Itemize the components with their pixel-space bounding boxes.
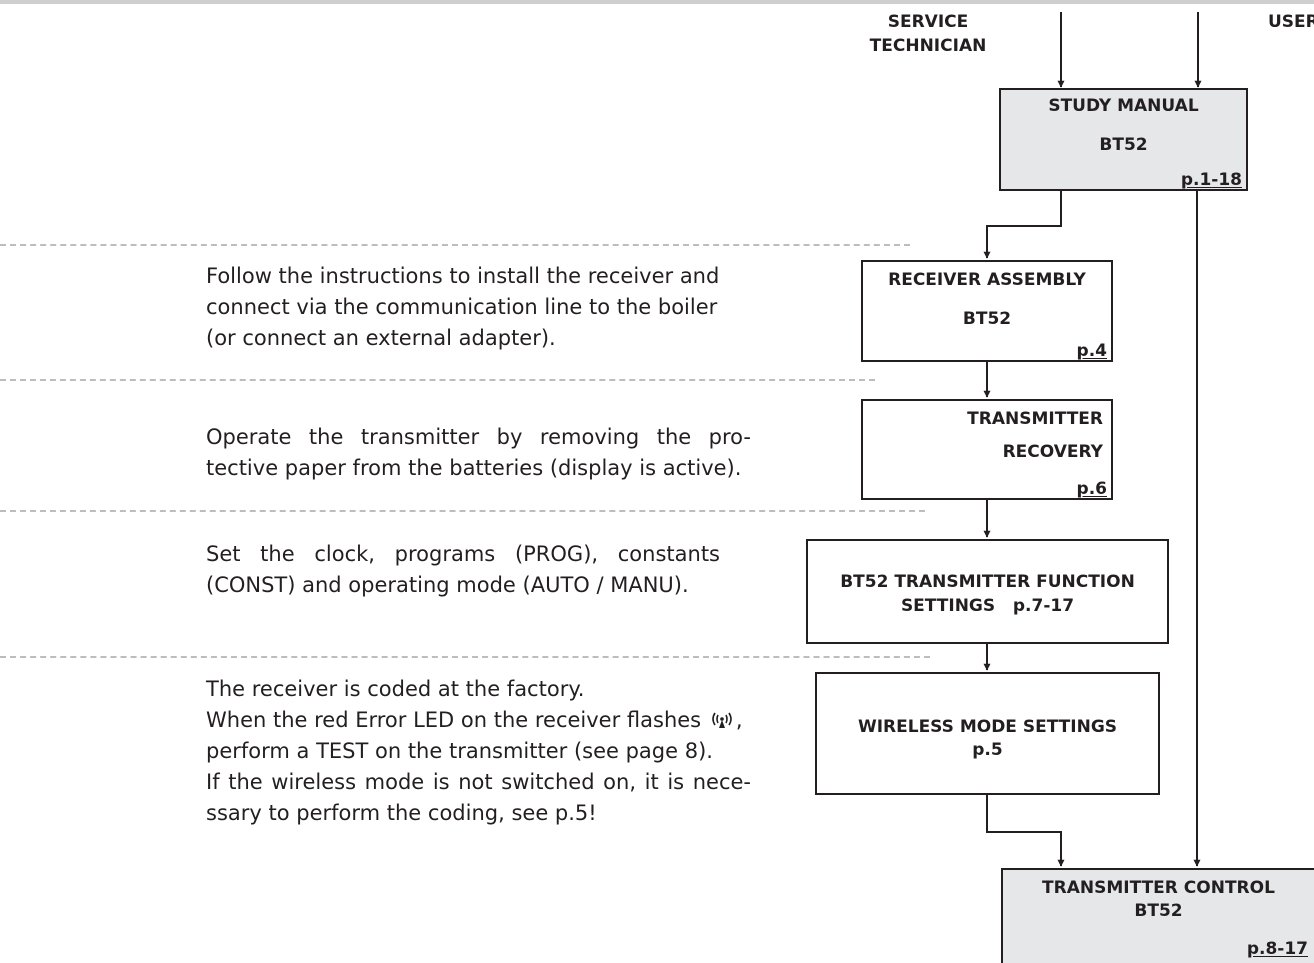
- function-settings-line1: BT52 TRANSMITTER FUNCTION: [840, 572, 1135, 592]
- transmitter-control-box: TRANSMITTER CONTROL BT52 p.8-17: [1001, 868, 1314, 963]
- transmitter-recovery-box: TRANSMITTER RECOVERY p.6: [861, 399, 1113, 500]
- study-manual-box: STUDY MANUAL BT52 p.1-18: [999, 88, 1248, 191]
- transmitter-control-model: BT52: [1134, 901, 1183, 921]
- receiver-description: Follow the instructions to install the r…: [206, 264, 720, 350]
- transmitter-control-title: TRANSMITTER CONTROL: [1042, 878, 1275, 898]
- receiver-assembly-model: BT52: [962, 309, 1012, 329]
- study-manual-title: STUDY MANUAL: [1048, 96, 1199, 116]
- wireless-flash-icon: [712, 712, 732, 728]
- study-manual-page: p.1-18: [1180, 170, 1242, 190]
- function-settings-line2: SETTINGS p.7-17: [900, 596, 1075, 616]
- settings-description: Set the clock, programs (PROG), constant…: [206, 542, 720, 597]
- separator-3: [0, 510, 925, 512]
- wireless-settings-line2: p.5: [972, 740, 1003, 760]
- arrow-manual-to-receiver: [983, 191, 1062, 259]
- separator-4: [0, 656, 930, 658]
- receiver-assembly-title: RECEIVER ASSEMBLY: [888, 270, 1086, 290]
- wireless-settings-box: WIRELESS MODE SETTINGS p.5: [815, 672, 1160, 795]
- transmitter-control-page: p.8-17: [1246, 939, 1308, 959]
- receiver-assembly-page: p.4: [1076, 341, 1107, 361]
- transmitter-recovery-page: p.6: [1076, 479, 1107, 499]
- transmitter-recovery-line1: TRANSMITTER: [967, 409, 1103, 429]
- user-label: USER: [1268, 12, 1314, 32]
- service-technician-label: SERVICE TECHNICIAN: [869, 12, 987, 56]
- wireless-description: The receiver is coded at the factory. Wh…: [206, 677, 751, 825]
- arrow-wireless-to-control: [986, 795, 1065, 867]
- transmitter-recovery-line2: RECOVERY: [1002, 442, 1103, 462]
- separator-1: [0, 244, 910, 246]
- separator-2: [0, 379, 875, 381]
- function-settings-box: BT52 TRANSMITTER FUNCTION SETTINGS p.7-1…: [806, 539, 1169, 644]
- receiver-assembly-box: RECEIVER ASSEMBLY BT52 p.4: [861, 260, 1113, 362]
- wireless-settings-line1: WIRELESS MODE SETTINGS: [857, 717, 1118, 737]
- study-manual-model: BT52: [1099, 135, 1148, 155]
- top-rule: [0, 0, 1314, 4]
- transmitter-description: Operate the transmitter by removing the …: [206, 425, 751, 480]
